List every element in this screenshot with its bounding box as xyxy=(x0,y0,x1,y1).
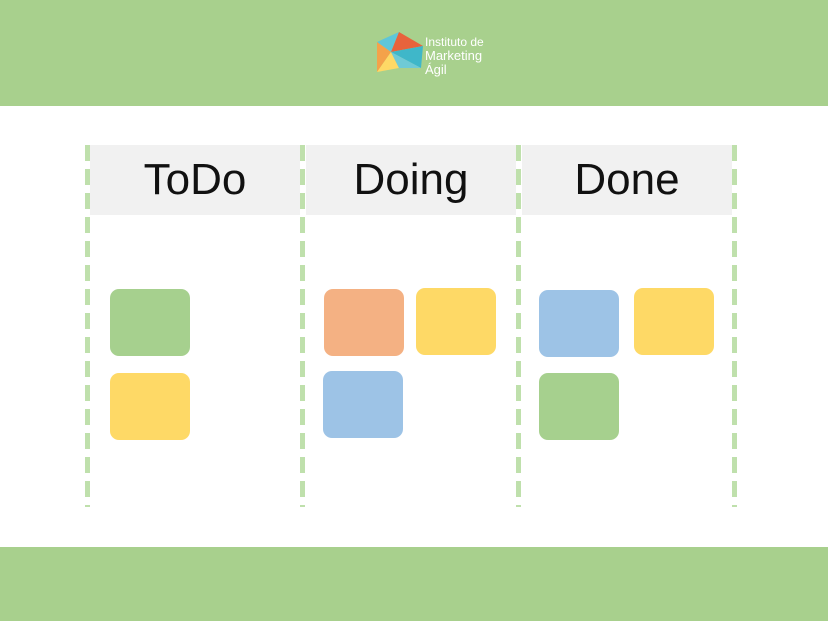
logo-line-1: Instituto de xyxy=(425,35,484,49)
sticky-note-card-blue[interactable] xyxy=(539,290,619,357)
sticky-note-card-green[interactable] xyxy=(539,373,619,440)
sticky-note-card-yellow[interactable] xyxy=(110,373,190,440)
logo: Instituto de Marketing Ágil xyxy=(377,32,497,76)
column-divider xyxy=(300,145,305,507)
sticky-note-card-orange[interactable] xyxy=(324,289,404,356)
sticky-note-card-blue[interactable] xyxy=(323,371,403,438)
bottom-banner xyxy=(0,547,828,621)
logo-line-2: Marketing xyxy=(425,48,483,63)
triangle-logo-icon xyxy=(377,32,423,72)
column-divider xyxy=(732,145,737,507)
column-divider xyxy=(85,145,90,507)
column-header-doing: Doing xyxy=(306,145,516,215)
column-header-todo: ToDo xyxy=(90,145,300,215)
column-header-done: Done xyxy=(522,145,732,215)
sticky-note-card-green[interactable] xyxy=(110,289,190,356)
logo-text: Instituto de Marketing Ágil xyxy=(425,36,484,76)
sticky-note-card-yellow[interactable] xyxy=(634,288,714,355)
sticky-note-card-yellow[interactable] xyxy=(416,288,496,355)
logo-line-3: Ágil xyxy=(425,62,447,77)
top-banner: Instituto de Marketing Ágil xyxy=(0,0,828,106)
column-divider xyxy=(516,145,521,507)
